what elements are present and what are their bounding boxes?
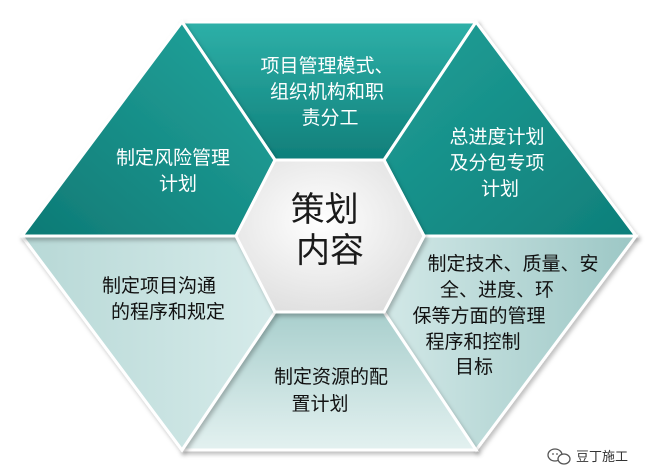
svg-text:策划 内容: 策划 内容 xyxy=(291,190,370,271)
segment-top-line: 责分工 xyxy=(301,107,358,129)
svg-text:制定资源的配 置计划: 制定资源的配 置计划 xyxy=(274,366,394,415)
segment-lower-right-line: 制定技术、质量、安 xyxy=(427,253,598,275)
watermark-text: 豆丁施工 xyxy=(576,450,628,465)
center-title-line: 策划 xyxy=(291,190,359,230)
segment-top-line: 组织机构和职 xyxy=(270,81,384,103)
segment-lower-left-line: 制定项目沟通 xyxy=(102,275,216,297)
segment-bottom: 制定资源的配 置计划 xyxy=(179,310,479,452)
segment-upper-left-line: 计划 xyxy=(159,173,197,195)
segment-lower-left-line: 的程序和规定 xyxy=(111,301,225,323)
svg-text:制定项目沟通 的程序和规定: 制定项目沟通 的程序和规定 xyxy=(102,275,225,323)
segment-top-line: 项目管理模式、 xyxy=(260,55,393,77)
segment-lower-right-line: 目标 xyxy=(455,356,493,378)
svg-text:制定风险管理 计划: 制定风险管理 计划 xyxy=(116,147,236,195)
wechat-icon xyxy=(547,448,571,465)
segment-lower-right-line: 程序和控制 xyxy=(425,331,520,353)
segment-upper-right-line: 总进度计划 xyxy=(449,126,544,148)
svg-text:制定技术、质量、安 全、进度、环: 制定技术、质量、安 全、进度、环 保等方面的管理 程序和控制 目标 xyxy=(412,253,604,378)
segment-upper-right: 总进度计划 及分包专项 计划 xyxy=(382,19,639,238)
svg-text:总进度计划 及分包专项 计划: 总进度计划 及分包专项 计划 xyxy=(449,126,550,200)
center-hexagon: 策划 内容 xyxy=(234,158,426,314)
segment-bottom-line: 制定资源的配 xyxy=(274,366,388,388)
segment-lower-right: 制定技术、质量、安 全、进度、环 保等方面的管理 程序和控制 目标 xyxy=(382,234,639,453)
watermark: 豆丁施工 xyxy=(547,448,628,465)
segment-lower-right-line: 全、进度、环 xyxy=(440,279,554,301)
segment-upper-right-line: 及分包专项 xyxy=(449,152,544,174)
svg-text:项目管理模式、 组织机构和职: 项目管理模式、 组织机构和职 责分工 xyxy=(260,55,399,129)
segment-upper-left-line: 制定风险管理 xyxy=(116,147,230,169)
segment-upper-right-line: 计划 xyxy=(481,178,519,200)
segment-bottom-line: 置计划 xyxy=(291,393,348,415)
center-title-line: 内容 xyxy=(296,231,364,271)
segment-lower-right-line: 保等方面的管理 xyxy=(412,305,545,327)
